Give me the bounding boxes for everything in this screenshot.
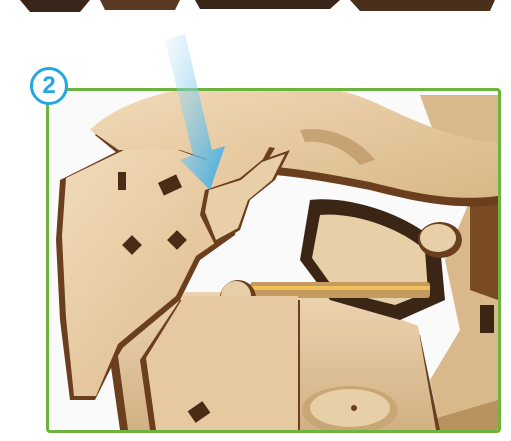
step-number-label: 2 (42, 72, 55, 99)
illustration-content (49, 82, 498, 434)
step-number-badge: 2 (30, 67, 68, 105)
